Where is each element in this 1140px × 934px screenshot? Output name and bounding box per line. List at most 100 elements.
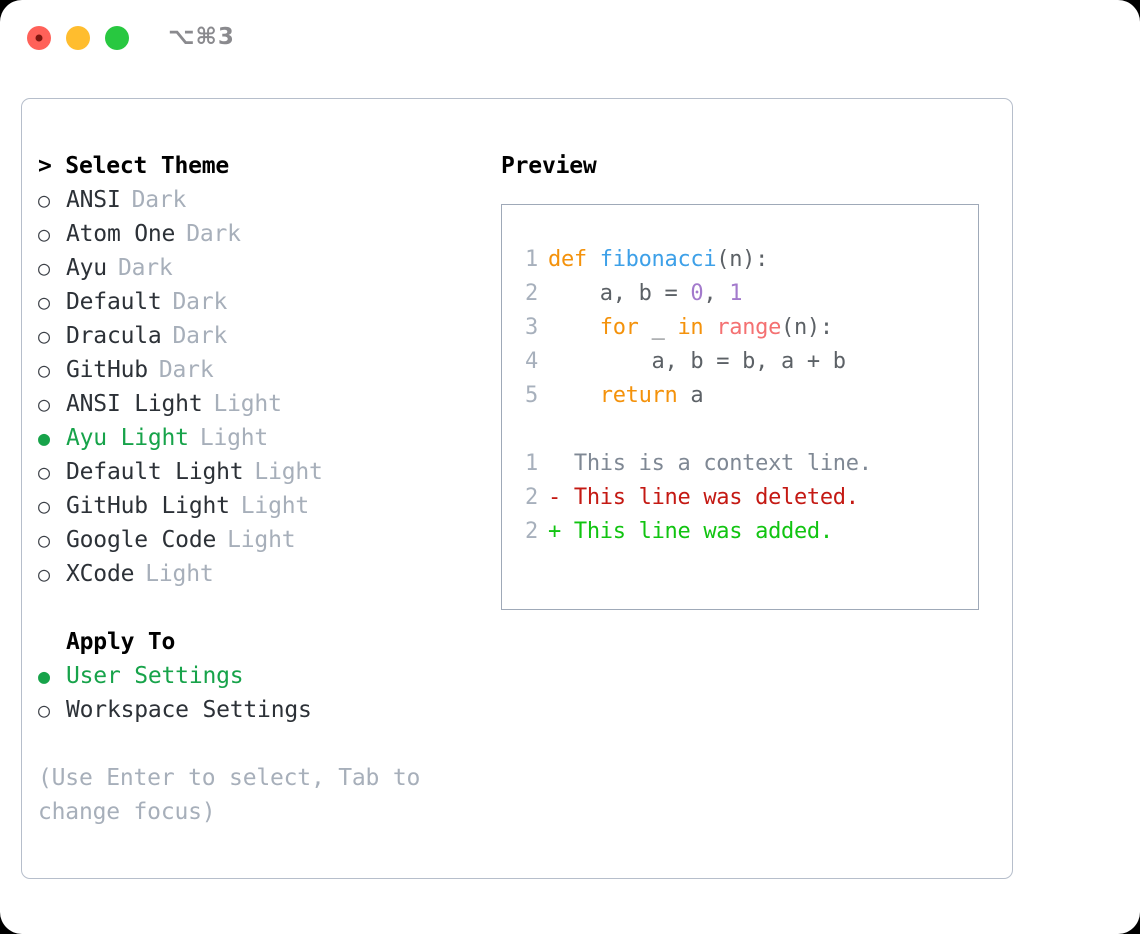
- code-token: a: [677, 383, 704, 408]
- line-number: 2: [525, 485, 538, 510]
- apply-to-option-list: ●User Settings○Workspace Settings: [38, 659, 488, 727]
- theme-option-label: Atom One: [66, 221, 176, 247]
- line-number: 4: [525, 349, 538, 374]
- radio-unselected-icon[interactable]: ○: [38, 392, 50, 416]
- theme-option-github-light[interactable]: ○ GitHub Light Light: [38, 489, 488, 523]
- line-number: 3: [525, 315, 538, 340]
- radio-unselected-icon[interactable]: ○: [38, 358, 50, 382]
- diff-text: This line was deleted.: [560, 485, 859, 510]
- line-number: 2: [525, 519, 538, 544]
- radio-selected-icon[interactable]: ●: [38, 664, 50, 688]
- theme-option-default-light[interactable]: ○ Default Light Light: [38, 455, 488, 489]
- line-number: 2: [525, 281, 538, 306]
- theme-option-ayu[interactable]: ○ Ayu Dark: [38, 251, 488, 285]
- line-number: 5: [525, 383, 538, 408]
- theme-variant-tag: Light: [227, 527, 296, 553]
- diff-line: 2 + This line was added.: [519, 515, 972, 549]
- apply-option-workspace-settings[interactable]: ○Workspace Settings: [38, 693, 488, 727]
- radio-unselected-icon[interactable]: ○: [38, 324, 50, 348]
- code-line: 3 for _ in range(n):: [519, 311, 972, 345]
- theme-variant-tag: Dark: [158, 357, 214, 383]
- diff-sign: +: [548, 519, 561, 544]
- section-spacer: [38, 591, 488, 625]
- code-line: 2 a, b = 0, 1: [519, 277, 972, 311]
- diff-line: 2- This line was deleted.: [519, 481, 972, 515]
- code-token: for: [599, 315, 639, 340]
- radio-unselected-icon[interactable]: ○: [38, 188, 50, 212]
- minimize-icon[interactable]: [66, 26, 90, 50]
- theme-option-label: Google Code: [66, 527, 217, 553]
- theme-option-label: Default: [66, 289, 162, 315]
- maximize-icon[interactable]: [105, 26, 129, 50]
- diff-sign: [548, 451, 561, 476]
- code-token: 0: [690, 281, 704, 306]
- radio-unselected-icon[interactable]: ○: [38, 460, 50, 484]
- code-token: a, b = b, a + b: [548, 349, 847, 374]
- code-token: (n):: [716, 247, 769, 272]
- code-token: range: [716, 315, 782, 340]
- theme-option-google-code[interactable]: ○ Google Code Light: [38, 523, 488, 557]
- radio-unselected-icon[interactable]: ○: [38, 698, 50, 722]
- theme-variant-tag: Light: [213, 391, 282, 417]
- code-token: fibonacci: [599, 247, 717, 272]
- theme-variant-tag: Dark: [131, 187, 187, 213]
- theme-option-label: GitHub Light: [66, 493, 230, 519]
- line-number: 1: [525, 451, 538, 476]
- theme-option-label: XCode: [66, 561, 135, 587]
- radio-selected-icon[interactable]: ●: [38, 426, 50, 450]
- keyboard-hint-text: (Use Enter to select, Tab to change focu…: [38, 765, 421, 825]
- theme-option-xcode[interactable]: ○ XCode Light: [38, 557, 488, 591]
- code-token: [548, 383, 600, 408]
- code-token: a, b =: [548, 281, 691, 306]
- theme-option-label: Ayu: [66, 255, 107, 281]
- apply-option-user-settings[interactable]: ●User Settings: [38, 659, 488, 693]
- code-token: _: [638, 315, 678, 340]
- theme-option-label: Dracula: [66, 323, 162, 349]
- diff-line: 1 This is a context line.: [519, 447, 972, 481]
- apply-to-header: Apply To: [66, 629, 176, 655]
- code-token: in: [677, 315, 704, 340]
- title-bar: ⌥⌘3: [0, 0, 1140, 78]
- radio-unselected-icon[interactable]: ○: [38, 256, 50, 280]
- theme-option-github[interactable]: ○ GitHub Dark: [38, 353, 488, 387]
- theme-variant-tag: Light: [240, 493, 310, 519]
- code-token: ,: [703, 281, 730, 306]
- theme-variant-tag: Light: [145, 561, 214, 587]
- radio-unselected-icon[interactable]: ○: [38, 222, 50, 246]
- diff-text: This line was added.: [560, 519, 833, 544]
- diff-sample: 1 This is a context line.2- This line wa…: [519, 447, 972, 549]
- radio-unselected-icon[interactable]: ○: [38, 494, 50, 518]
- theme-option-label: Ayu Light: [66, 425, 189, 451]
- line-number: 1: [525, 247, 538, 272]
- theme-option-label: ANSI Light: [66, 391, 203, 417]
- keyboard-shortcut-label: ⌥⌘3: [168, 24, 235, 50]
- theme-option-dracula[interactable]: ○ Dracula Dark: [38, 319, 488, 353]
- theme-variant-tag: Light: [254, 459, 323, 485]
- code-line: 5 return a: [519, 379, 972, 413]
- theme-option-label: Default Light: [66, 459, 244, 485]
- code-token: return: [599, 383, 678, 408]
- theme-option-label: GitHub: [66, 357, 148, 383]
- diff-text: This is a context line.: [560, 451, 872, 476]
- select-theme-header: > Select Theme: [38, 153, 230, 179]
- theme-option-ansi-light[interactable]: ○ ANSI Light Light: [38, 387, 488, 421]
- code-token: 1: [729, 281, 743, 306]
- close-icon[interactable]: [27, 26, 51, 50]
- theme-variant-tag: Dark: [117, 255, 173, 281]
- radio-unselected-icon[interactable]: ○: [38, 528, 50, 552]
- code-token: (n):: [781, 315, 833, 340]
- radio-unselected-icon[interactable]: ○: [38, 290, 50, 314]
- radio-unselected-icon[interactable]: ○: [38, 562, 50, 586]
- theme-variant-tag: Dark: [172, 323, 228, 349]
